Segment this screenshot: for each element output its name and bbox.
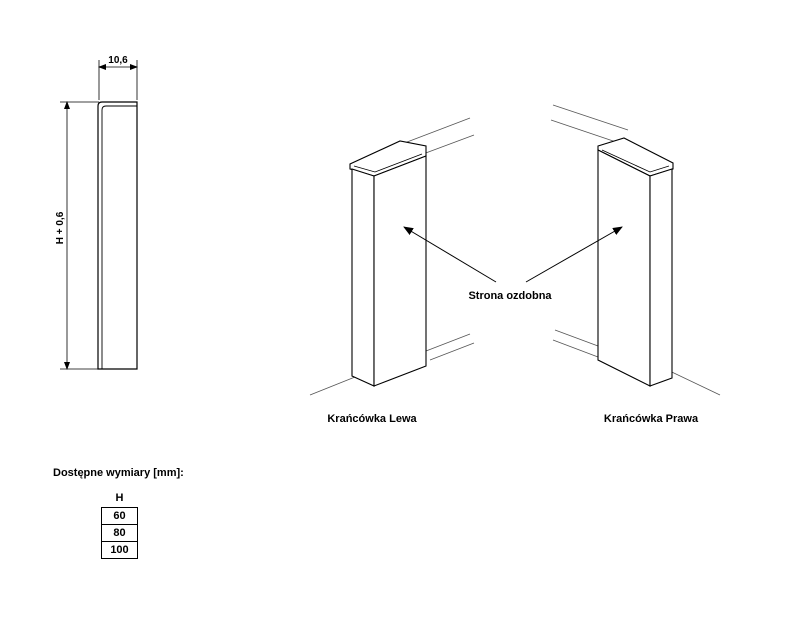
table-row: 80 — [101, 524, 138, 542]
right-end-cap-label: Krańcówka Prawa — [604, 413, 699, 425]
height-dimension-label: H + 0,6 — [55, 211, 66, 244]
column-header-h: H — [115, 492, 124, 504]
left-end-cap-label: Krańcówka Lewa — [327, 413, 417, 425]
size-cell: 60 — [101, 507, 138, 525]
table-header-row: H — [102, 489, 138, 508]
left-end-cap-drawing — [309, 117, 475, 396]
decorative-side-label: Strona ozdobna — [468, 290, 552, 302]
size-cell: 100 — [101, 541, 138, 559]
profile-outline — [97, 101, 138, 370]
arrow-to-right-decorative-side — [525, 226, 623, 283]
table-row: 100 — [101, 541, 138, 559]
size-cell: 80 — [101, 524, 138, 542]
available-sizes-heading: Dostępne wymiary [mm]: — [53, 467, 184, 479]
table-row: 60 — [101, 507, 138, 525]
available-sizes-table: H 60 80 100 — [101, 489, 138, 559]
right-end-cap-drawing — [550, 104, 721, 396]
width-dimension-label: 10,6 — [108, 55, 128, 66]
profile-side-view: 10,6 H + 0,6 — [55, 55, 138, 370]
arrow-to-left-decorative-side — [403, 226, 497, 283]
